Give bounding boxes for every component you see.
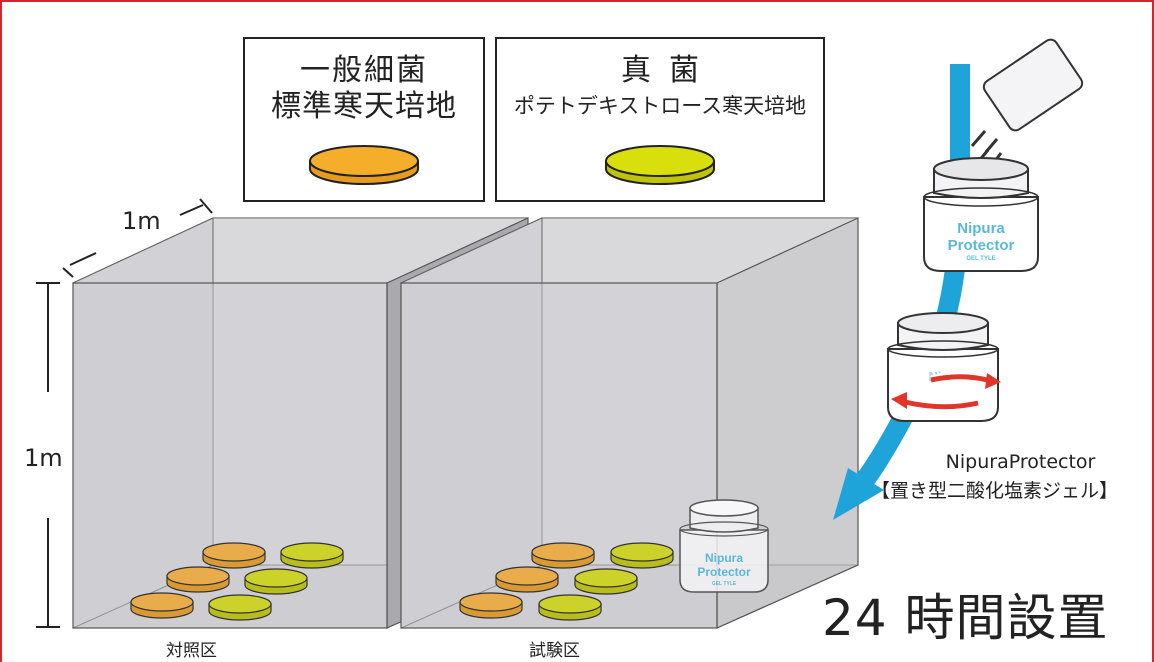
legend-general-medium: 標準寒天培地 — [271, 89, 457, 124]
jar-top-tag: GEL TYLE — [966, 256, 995, 262]
dimension-lines — [36, 198, 213, 628]
legend-general-title: 一般細菌 — [300, 53, 428, 88]
legend-general-bacteria: 一般細菌 標準寒天培地 — [243, 37, 485, 202]
duration-label: 24 時間設置 — [822, 589, 1109, 647]
jar-box-brand2: Protector — [697, 565, 751, 579]
jar-top-brand2: Protector — [948, 237, 1015, 254]
dimension-height-label: 1m — [24, 444, 63, 472]
product-label: NipuraProtector 【置き型二酸化塩素ジェル】 — [871, 448, 1118, 506]
test-box — [400, 217, 859, 629]
gel-packet-icon — [970, 38, 1084, 166]
jar-top-brand1: Nipura — [957, 220, 1005, 237]
jar-in-box-icon: Nipura Protector GEL TYLE — [679, 499, 769, 593]
jar-top-icon: Nipura Protector GEL TYLE — [923, 157, 1039, 272]
product-description: 【置き型二酸化塩素ジェル】 — [871, 480, 1119, 502]
control-area-label: 対照区 — [166, 641, 217, 661]
jar-shake-icon: Ni — [887, 312, 1001, 422]
jar-box-brand1: Nipura — [705, 551, 743, 565]
product-name: NipuraProtector — [945, 451, 1096, 473]
legend-fungi-medium: ポテトデキストロース寒天培地 — [513, 94, 807, 118]
jar-box-tag: GEL TYLE — [712, 581, 737, 587]
legend-fungi-title: 真菌 — [621, 53, 717, 88]
legend-fungi: 真菌 ポテトデキストロース寒天培地 — [495, 37, 825, 202]
petri-dish-yellow-icon — [604, 143, 716, 191]
petri-dish-orange-icon — [308, 143, 420, 191]
test-area-label: 試験区 — [529, 641, 580, 661]
dimension-width-label: 1m — [122, 207, 161, 235]
flow-arrowhead-icon — [833, 468, 884, 520]
